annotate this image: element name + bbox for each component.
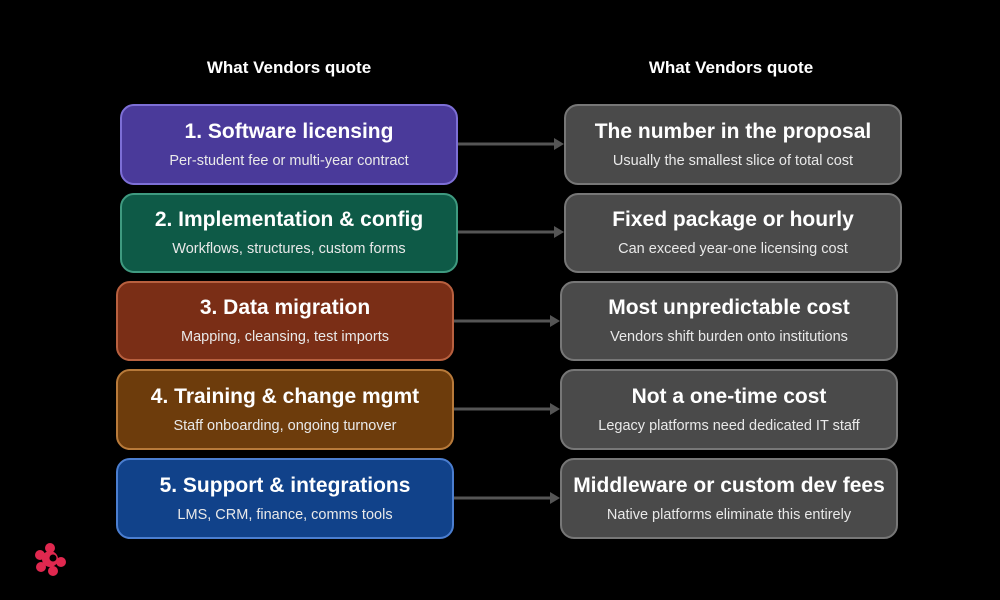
left-box-1: 1. Software licensing Per-student fee or… (120, 104, 458, 185)
connector-arrow (454, 492, 560, 504)
right-box-2: Fixed package or hourly Can exceed year-… (564, 193, 902, 273)
right-box-title: Not a one-time cost (631, 384, 827, 408)
left-box-subtitle: Per-student fee or multi-year contract (169, 152, 409, 169)
right-box-title: Fixed package or hourly (612, 208, 854, 231)
right-box-subtitle: Vendors shift burden onto institutions (610, 329, 848, 345)
left-box-title: 1. Software licensing (184, 119, 394, 143)
connector-arrow (454, 315, 560, 327)
right-box-5: Middleware or custom dev fees Native pla… (560, 458, 898, 539)
left-box-4: 4. Training & change mgmt Staff onboardi… (116, 369, 454, 450)
left-box-subtitle: Staff onboarding, ongoing turnover (173, 417, 397, 434)
connector-arrow (454, 403, 560, 415)
left-box-subtitle: LMS, CRM, finance, comms tools (177, 506, 393, 523)
right-box-title: Most unpredictable cost (608, 296, 850, 319)
brand-logo-icon (33, 542, 67, 581)
left-box-2: 2. Implementation & config Workflows, st… (120, 193, 458, 273)
right-box-subtitle: Can exceed year-one licensing cost (618, 241, 848, 257)
left-column-header: What Vendors quote (206, 58, 372, 77)
right-box-1: The number in the proposal Usually the s… (564, 104, 902, 185)
right-box-4: Not a one-time cost Legacy platforms nee… (560, 369, 898, 450)
right-box-subtitle: Legacy platforms need dedicated IT staff (598, 417, 860, 434)
left-box-3: 3. Data migration Mapping, cleansing, te… (116, 281, 454, 361)
left-box-subtitle: Workflows, structures, custom forms (172, 241, 406, 257)
right-box-title: The number in the proposal (594, 119, 872, 143)
left-box-title: 4. Training & change mgmt (150, 384, 420, 408)
right-box-subtitle: Native platforms eliminate this entirely (606, 506, 852, 523)
left-box-title: 2. Implementation & config (154, 208, 424, 231)
right-box-subtitle: Usually the smallest slice of total cost (612, 152, 854, 169)
right-column-header: What Vendors quote (648, 58, 814, 77)
connector-arrow (458, 138, 564, 150)
connector-arrow (458, 226, 564, 238)
right-box-title: Middleware or custom dev fees (573, 473, 885, 497)
left-box-title: 5. Support & integrations (159, 473, 411, 497)
left-box-5: 5. Support & integrations LMS, CRM, fina… (116, 458, 454, 539)
right-box-3: Most unpredictable cost Vendors shift bu… (560, 281, 898, 361)
left-box-title: 3. Data migration (199, 296, 371, 319)
left-box-subtitle: Mapping, cleansing, test imports (181, 329, 389, 345)
